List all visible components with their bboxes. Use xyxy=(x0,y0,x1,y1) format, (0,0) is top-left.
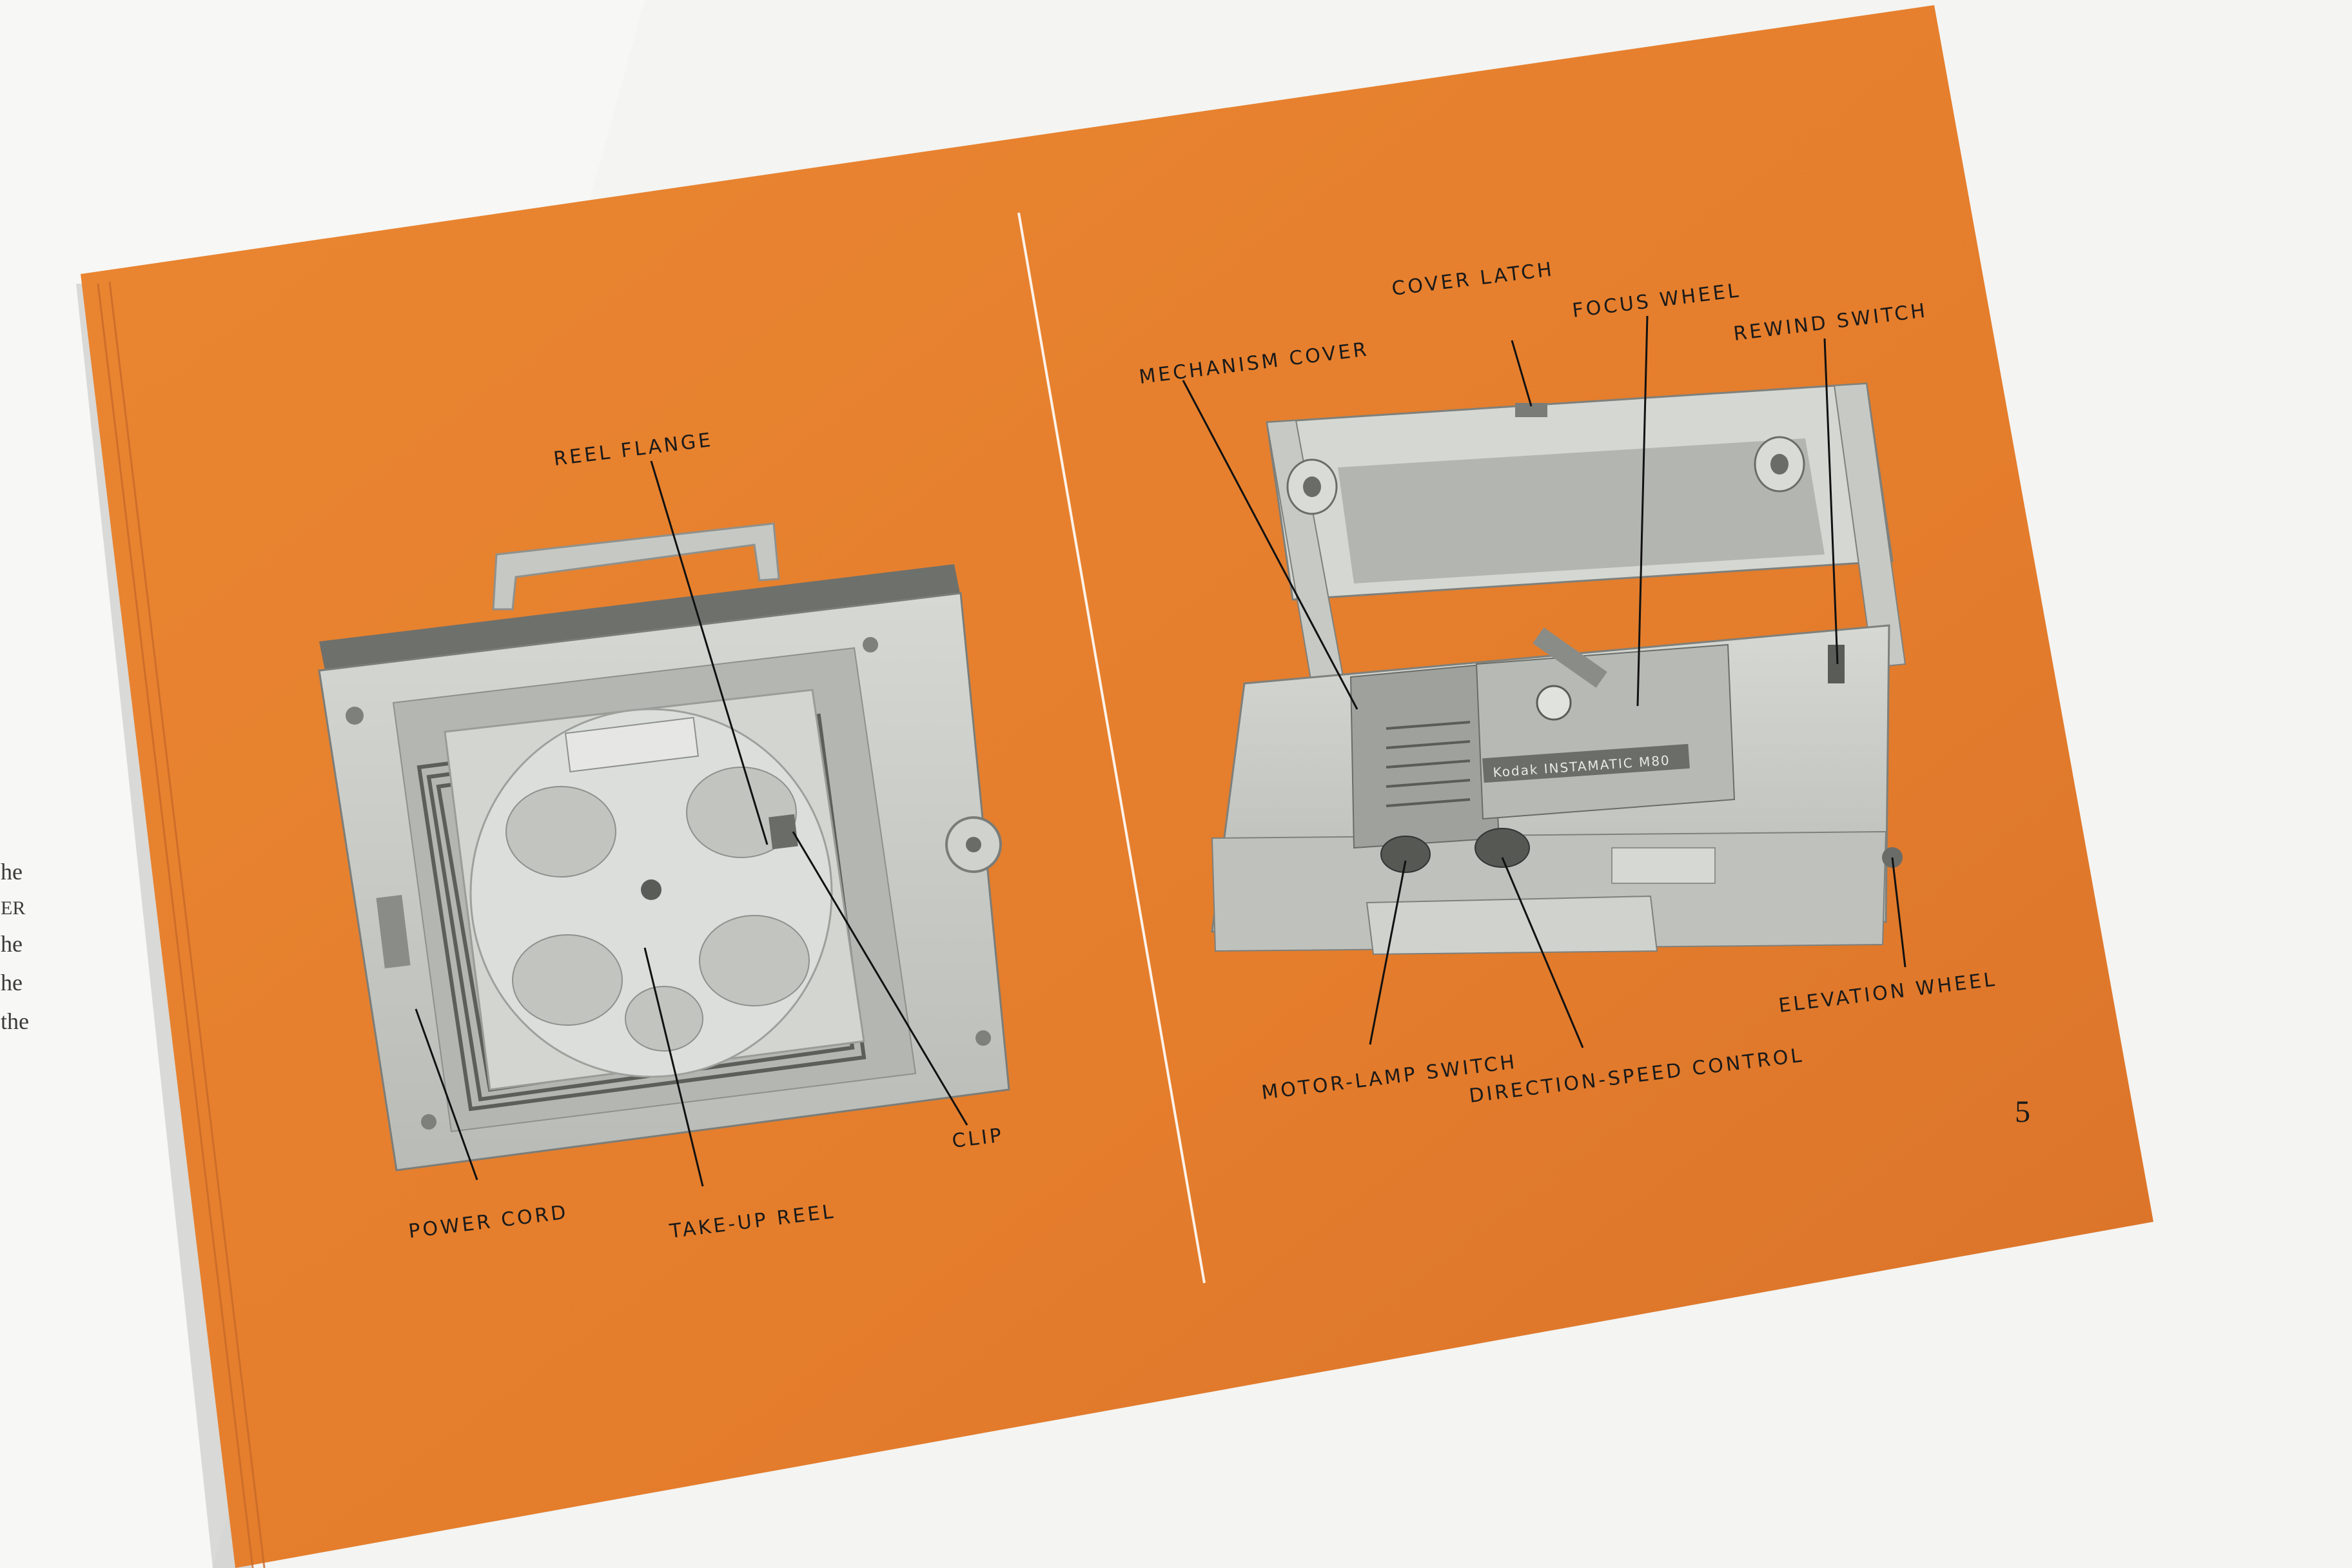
page-number: 5 xyxy=(2015,1095,2030,1129)
reel-clip xyxy=(769,814,798,850)
mechanism-housing xyxy=(1349,663,1500,849)
lid-rollers xyxy=(1286,436,1805,515)
lid-arm-right xyxy=(1833,382,1906,669)
lens-barrel xyxy=(1533,627,1607,688)
left-page-text: he ER he he the xyxy=(1,859,29,1034)
reel-label-plate xyxy=(564,716,700,773)
lid-inner xyxy=(1338,438,1825,583)
screws xyxy=(346,637,991,1130)
left-text-line-4: he xyxy=(1,970,23,995)
motor-lamp-switch-knob xyxy=(1380,836,1431,873)
direction-speed-knob xyxy=(1475,828,1530,868)
booklet-edges xyxy=(97,281,266,1568)
focus-knob-rear-center xyxy=(966,837,981,852)
top-strip xyxy=(319,564,961,674)
left-text-line-2: ER xyxy=(1,897,25,919)
nameplate xyxy=(1482,743,1690,783)
reel-cutouts xyxy=(505,767,810,1052)
right-leader-lines xyxy=(1182,315,1906,1048)
left-text-line-5: the xyxy=(1,1008,29,1034)
vent-grille xyxy=(1386,721,1471,807)
front-tray xyxy=(1366,895,1658,956)
control-decal xyxy=(1611,847,1716,884)
projector-open-illustration: Kodak INSTAMATIC M80 xyxy=(1211,382,1906,956)
left-leader-lines xyxy=(415,460,968,1187)
reel-hub xyxy=(641,879,662,900)
cover-latch xyxy=(1515,403,1547,417)
carry-handle xyxy=(492,522,780,611)
power-cord-plug xyxy=(376,894,411,969)
left-text-line-3: he xyxy=(1,931,23,957)
center-fold xyxy=(1017,212,1206,1284)
left-text-line-1: he xyxy=(1,859,23,885)
projector-rear-illustration xyxy=(318,522,1010,1171)
focus-wheel xyxy=(1536,685,1572,721)
